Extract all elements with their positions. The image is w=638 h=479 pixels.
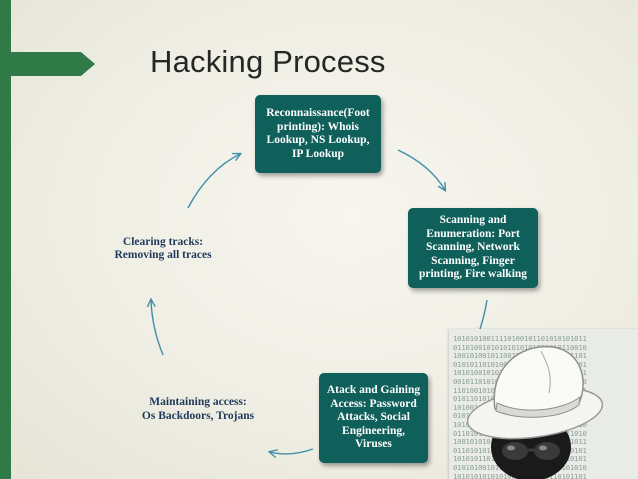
- node-reconnaissance: Reconnaissance(Foot printing): Whois Loo…: [255, 95, 381, 173]
- node-maintaining-access: Maintaining access: Os Backdoors, Trojan…: [141, 396, 255, 422]
- slide-title: Hacking Process: [150, 44, 386, 79]
- arrow-recon-to-scan: [397, 149, 445, 190]
- node-scanning-enumeration: Scanning and Enumeration: Port Scanning,…: [408, 208, 538, 288]
- arrow-clear-to-recon: [187, 154, 240, 209]
- title-arrow-decoration: [11, 52, 95, 76]
- left-accent-rail: [0, 0, 11, 479]
- white-hat-hacker-image: 10101010011110100101101010101011 0110100…: [449, 329, 638, 479]
- arrow-access-to-maintain: [270, 448, 314, 454]
- arrow-maintain-to-clear: [151, 300, 164, 356]
- node-gaining-access: Atack and Gaining Access: Password Attac…: [319, 373, 428, 463]
- white-hat-hacker-icon: [466, 345, 604, 479]
- node-clearing-tracks: Clearing tracks: Removing all traces: [114, 235, 212, 262]
